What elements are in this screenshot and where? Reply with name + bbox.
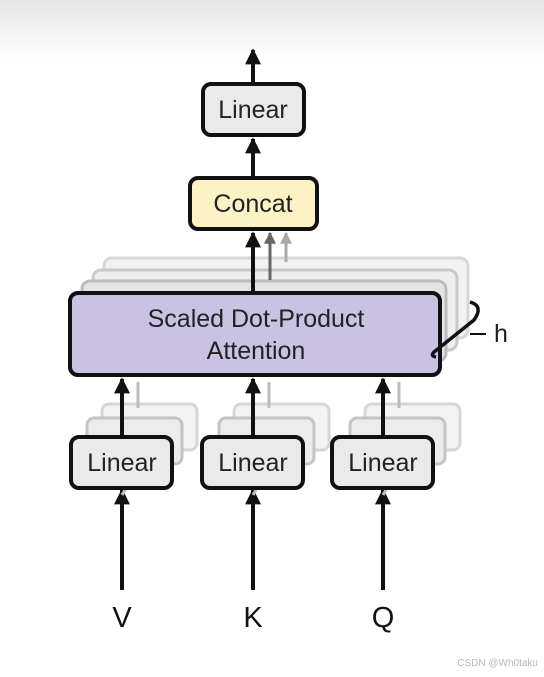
watermark: CSDN @Wh0taku — [457, 658, 538, 669]
attention-box: Scaled Dot-Product Attention — [68, 291, 442, 377]
linear-q-label: Linear — [348, 449, 418, 477]
linear-q-box: Linear — [330, 435, 435, 490]
linear-v-label: Linear — [87, 449, 157, 477]
linear-k-box: Linear — [200, 435, 305, 490]
output-linear-box: Linear — [201, 82, 306, 137]
head-count-label: h — [494, 320, 508, 348]
input-v-label: V — [112, 602, 132, 634]
concat-label: Concat — [213, 190, 292, 218]
linear-k-label: Linear — [218, 449, 288, 477]
linear-v-box: Linear — [69, 435, 174, 490]
top-fade-band — [0, 0, 544, 60]
attention-label-line1: Scaled Dot-Product — [148, 305, 365, 333]
output-linear-label: Linear — [218, 96, 288, 124]
input-k-label: K — [243, 602, 263, 634]
head-stack-bracket — [430, 300, 480, 359]
input-q-label: Q — [372, 602, 395, 634]
concat-box: Concat — [188, 176, 319, 231]
attention-label-line2: Attention — [207, 337, 306, 365]
